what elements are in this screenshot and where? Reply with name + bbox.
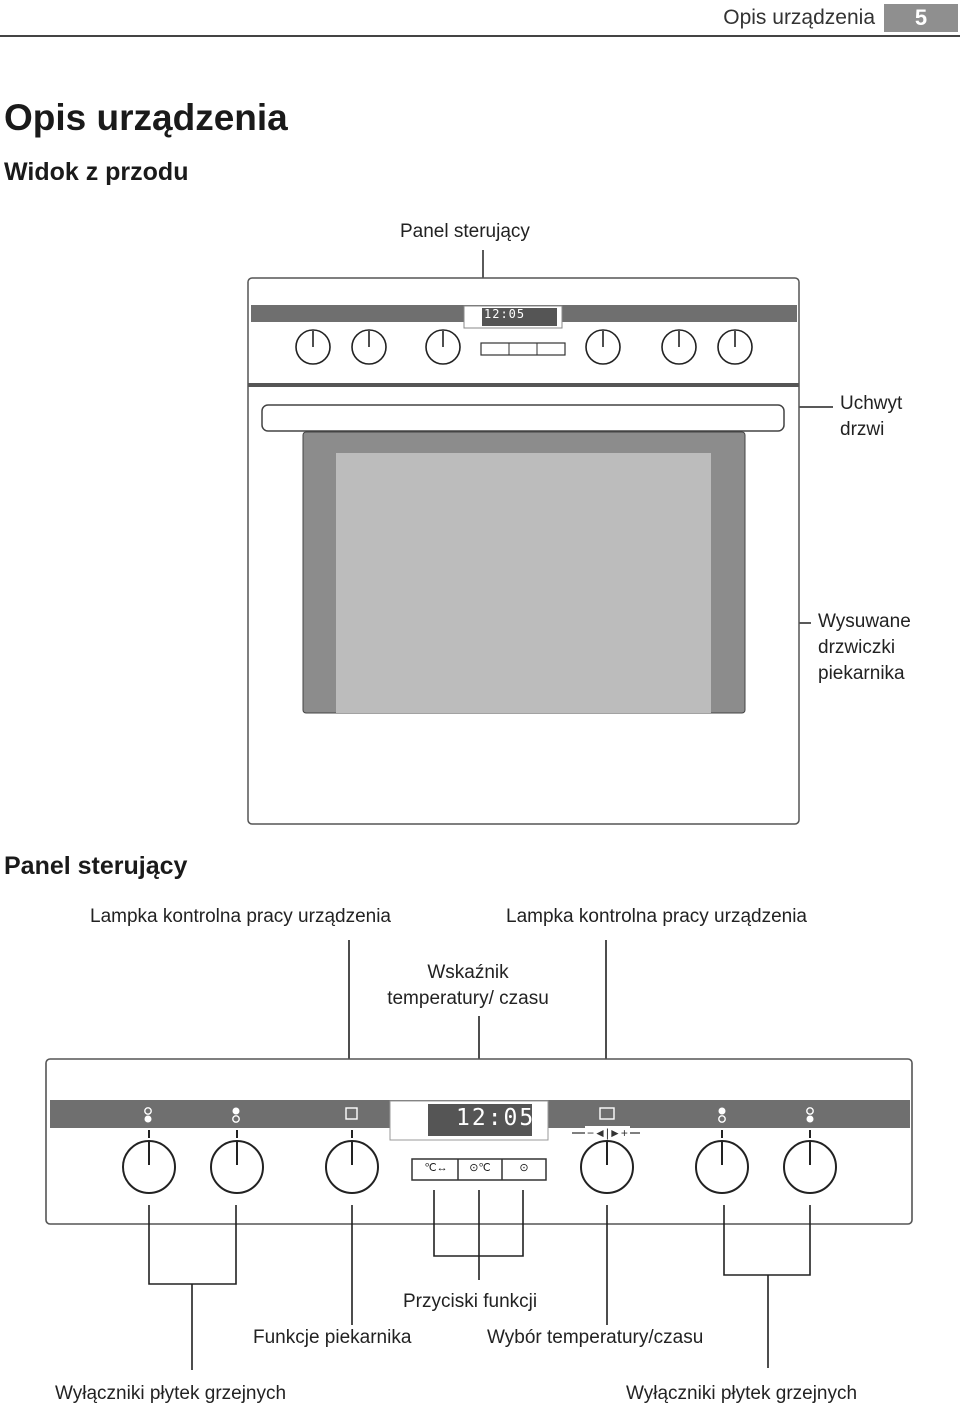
callout-function-buttons: Przyciski funkcji xyxy=(403,1291,538,1312)
callout-indicator-2: temperatury/ czasu xyxy=(387,988,549,1009)
callout-oven-door-3: piekarnika xyxy=(818,663,905,684)
callout-oven-door-1: Wysuwane xyxy=(818,611,911,632)
header-section-title: Opis urządzenia xyxy=(723,6,875,29)
callout-control-panel: Panel sterujący xyxy=(400,221,530,242)
callout-door-handle-2: drzwi xyxy=(840,419,885,440)
callout-temp-time-select: Wybór temperatury/czasu xyxy=(487,1327,704,1348)
page-title: Opis urządzenia xyxy=(4,97,288,138)
callout-pilot-lamp-right: Lampka kontrolna pracy urządzenia xyxy=(506,906,808,927)
header-rule xyxy=(0,35,960,37)
button-symbol-1[interactable]: ℃↔ xyxy=(424,1162,448,1174)
button-symbol-3[interactable]: ⊙ xyxy=(519,1162,529,1174)
control-panel-heading: Panel sterujący xyxy=(4,852,188,880)
callout-hob-switches-right: Wyłączniki płytek grzejnych xyxy=(626,1383,858,1404)
callout-hob-switches-left: Wyłączniki płytek grzejnych xyxy=(55,1383,287,1404)
front-display-time: 12:05 xyxy=(484,307,526,321)
callout-pilot-lamp-left: Lampka kontrolna pracy urządzenia xyxy=(90,906,392,927)
front-view-heading: Widok z przodu xyxy=(4,158,189,186)
selector-symbols: −◄|►+ xyxy=(585,1126,630,1140)
button-symbol-2[interactable]: ⊙℃ xyxy=(469,1162,491,1174)
panel-display-time: 12:05 xyxy=(456,1105,536,1131)
callout-oven-functions: Funkcje piekarnika xyxy=(253,1327,412,1348)
callout-indicator-1: Wskaźnik xyxy=(427,962,509,983)
callout-oven-door-2: drzwiczki xyxy=(818,637,896,658)
page-number: 5 xyxy=(884,4,958,32)
callout-door-handle-1: Uchwyt xyxy=(840,393,903,414)
